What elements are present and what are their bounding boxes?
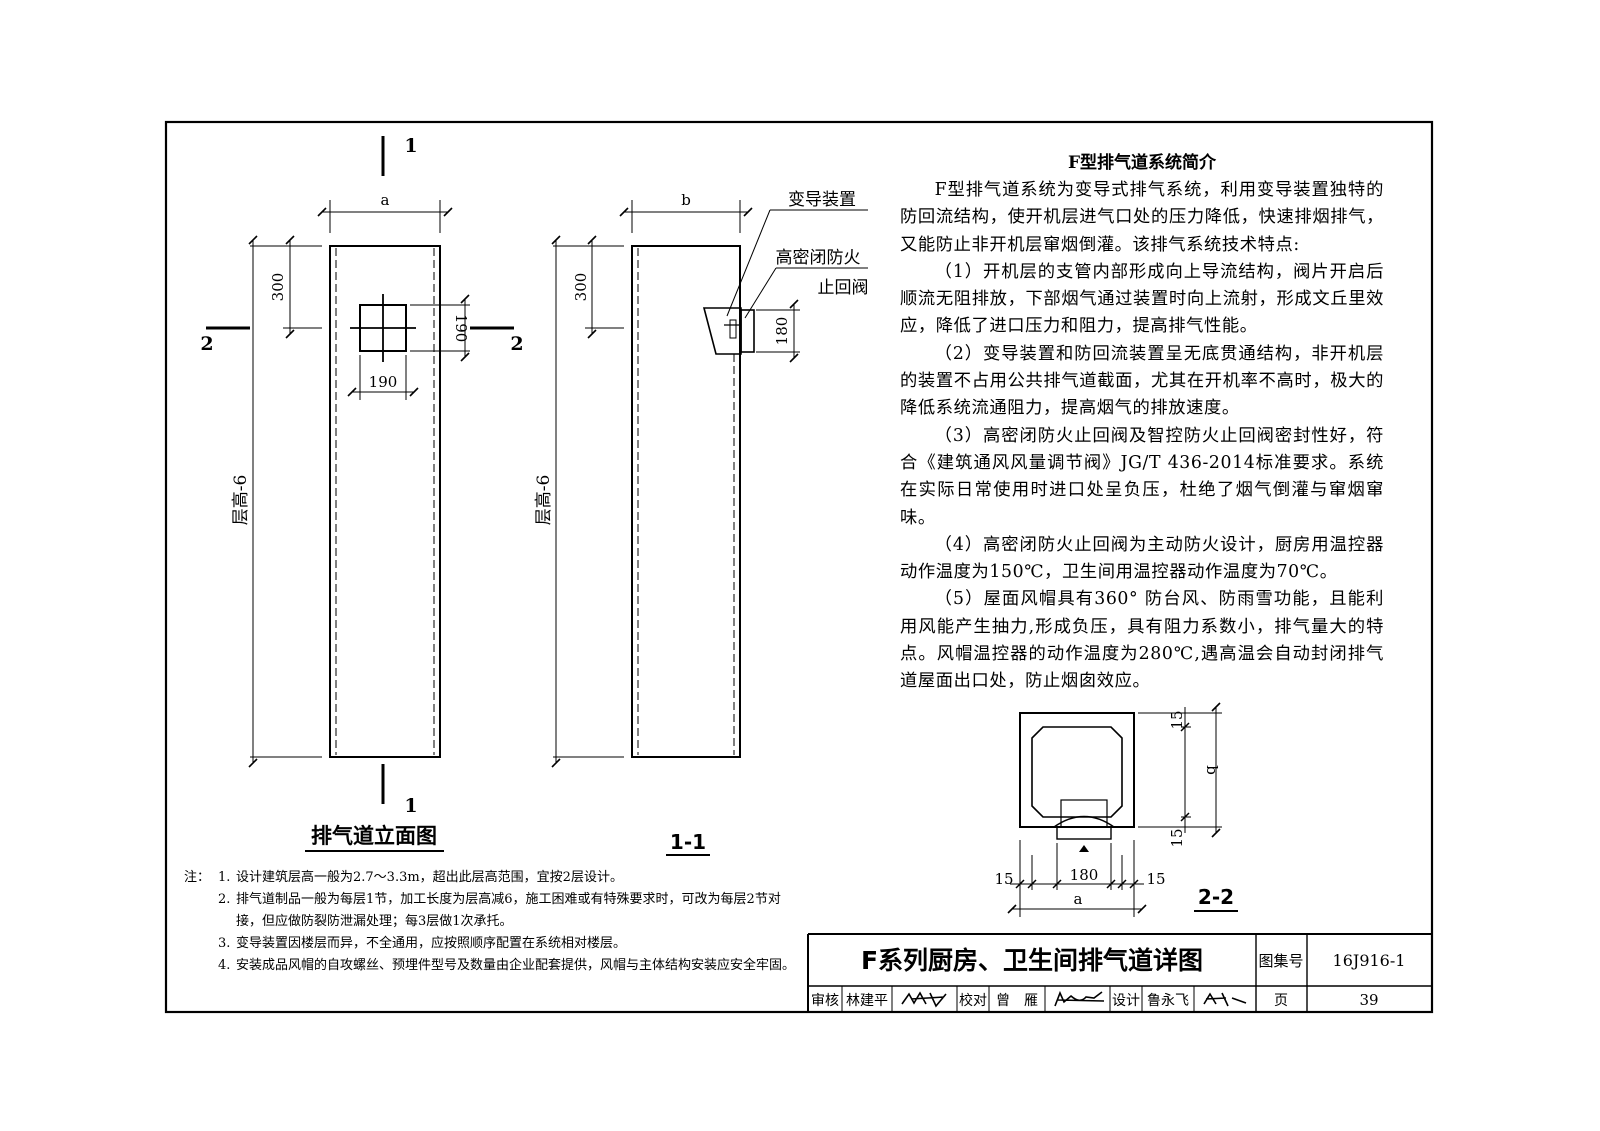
note-number: 1.	[218, 870, 231, 885]
section-1-1-dim-300: 300	[572, 273, 590, 302]
elevation-duct-body	[329, 245, 441, 758]
checker-name: 曾 雁	[996, 993, 1038, 1009]
section-2-2-dim-15-bottom: 15	[1168, 828, 1186, 847]
intro-paragraph: F型排气道系统为变导式排气系统，利用变导装置独特的防回流结构，使开机层进气口处的…	[900, 180, 1384, 255]
note-number: 4.	[218, 958, 231, 973]
note-item: 4. 安装成品风帽的自攻螺丝、预埋件型号及数量由企业配套提供，风帽与主体结构安装…	[184, 955, 804, 977]
elevation-dim-a-label: a	[381, 191, 390, 209]
section-1-1-dim-b: b	[619, 191, 753, 233]
section-1-1-duct-body	[631, 245, 741, 758]
section-1-1-dim-height: 层高-6	[534, 475, 554, 526]
design-label: 设计	[1112, 993, 1140, 1009]
review-label: 审核	[811, 993, 839, 1009]
section-2-2-dim-a: a	[1074, 890, 1083, 908]
elevation-dim-190-h-label: 190	[369, 373, 398, 391]
note-item: 2. 排气道制品一般为每层1节，加工长度为层高减6，施工困难或有特殊要求时，可改…	[184, 889, 804, 933]
section-1-1-title: 1-1	[670, 830, 706, 854]
cut-2-left-label: 2	[200, 333, 213, 355]
elevation-inlet-opening	[350, 294, 416, 362]
elevation-dim-190-vertical: 190	[410, 294, 470, 362]
section-2-2-valve	[1053, 799, 1115, 852]
note-item: 3. 变导装置因楼层而异，不全通用，应按照顺序配置在系统相对楼层。	[184, 933, 804, 955]
callout-valve-line2: 止回阀	[818, 278, 869, 298]
note-text: 排气道制品一般为每层1节，加工长度为层高减6，施工困难或有特殊要求时，可改为每层…	[236, 892, 781, 929]
section-2-2-dim-180: 180	[1070, 866, 1099, 884]
intro-paragraph: （2）变导装置和防回流装置呈无底贯通结构，非开机层的装置不占用公共排气道截面，尤…	[900, 343, 1384, 419]
note-text: 变导装置因楼层而异，不全通用，应按照顺序配置在系统相对楼层。	[236, 936, 627, 951]
reviewer-name: 林建平	[846, 993, 888, 1009]
callout-diverter-device: 变导装置	[788, 190, 856, 210]
note-number: 2.	[218, 892, 231, 907]
section-1-1-dim-180-label: 180	[773, 317, 791, 346]
section-cut-1-marks: 1 1	[381, 135, 418, 817]
page-number: 39	[1359, 991, 1378, 1009]
intro-paragraph: （5）屋面风帽具有360° 防台风、防雨雪功能，且能利用风能产生抽力,形成负压，…	[900, 589, 1384, 692]
section-cut-2-marks: 2 2	[200, 326, 524, 355]
section-1-1-dim-180: 180	[756, 299, 800, 363]
intro-heading: F型排气道系统简介	[1067, 153, 1217, 173]
elevation-view: a 300 层高-6 190 190	[200, 135, 524, 852]
section-2-2-outer	[1019, 712, 1135, 828]
section-1-1-view: b 300 层高-6 180 变导装置 高密闭防火 止回阀	[534, 190, 869, 856]
callout-leaders	[726, 209, 868, 319]
elevation-dim-190-v-label: 190	[452, 314, 470, 343]
section-1-1-dim-vertical: 300 层高-6	[534, 235, 624, 768]
title-block: F系列厨房、卫生间排气道详图 图集号 16J916-1 审核 林建平 校对 曾 …	[807, 933, 1432, 1012]
section-2-2-dim-b: b	[1203, 765, 1221, 775]
section-2-2-dim-right: 15 b 15	[1138, 702, 1222, 848]
cut-1-top-label: 1	[404, 135, 417, 157]
title-block-title: F系列厨房、卫生间排气道详图	[861, 946, 1203, 975]
section-2-2-title: 2-2	[1198, 885, 1234, 909]
system-intro: F型排气道系统简介 F型排气道系统为变导式排气系统，利用变导装置独特的防回流结构…	[900, 150, 1384, 696]
page-label: 页	[1274, 993, 1288, 1009]
elevation-dim-height: 层高-6	[231, 475, 251, 526]
section-2-2-dim-bottom: 15 180 15 a	[994, 840, 1166, 917]
sheet-border	[164, 120, 1434, 1014]
section-2-2-inner	[1031, 726, 1123, 818]
cut-1-bottom-label: 1	[404, 795, 417, 817]
callout-valve-line1: 高密闭防火	[776, 248, 861, 268]
designer-signature	[1203, 992, 1247, 1007]
check-label: 校对	[959, 992, 987, 1009]
intro-paragraph: （4）高密闭防火止回阀为主动防火设计，厨房用温控器动作温度为150℃，卫生间用温…	[900, 534, 1384, 583]
atlas-number: 16J916-1	[1333, 951, 1406, 970]
note-text: 安装成品风帽的自攻螺丝、预埋件型号及数量由企业配套提供，风帽与主体结构安装应安全…	[236, 958, 796, 973]
elevation-dim-vertical: 300 层高-6	[231, 235, 322, 768]
section-2-2-dim-15-right: 15	[1146, 870, 1165, 888]
reviewer-signature	[901, 991, 947, 1008]
note-number: 3.	[218, 936, 231, 951]
atlas-number-label: 图集号	[1258, 952, 1303, 970]
cut-2-right-label: 2	[510, 333, 523, 355]
section-2-2-view: 15 b 15 15 180 15 a 2-2	[994, 702, 1238, 917]
elevation-dim-190-horizontal: 190	[347, 355, 419, 400]
note-item: 注： 1. 设计建筑层高一般为2.7～3.3m，超出此层高范围，宜按2层设计。	[184, 867, 804, 889]
intro-paragraph: （1）开机层的支管内部形成向上导流结构，阀片开启后顺流无阻排放，下部烟气通过装置…	[900, 261, 1384, 337]
note-text: 设计建筑层高一般为2.7～3.3m，超出此层高范围，宜按2层设计。	[236, 870, 623, 885]
section-2-2-dim-15-top: 15	[1168, 710, 1186, 729]
elevation-title: 排气道立面图	[311, 824, 437, 848]
notes-lead: 注：	[184, 870, 211, 885]
section-2-2-dim-15-left: 15	[994, 870, 1013, 888]
elevation-dim-300: 300	[269, 273, 287, 302]
notes: 注： 1. 设计建筑层高一般为2.7～3.3m，超出此层高范围，宜按2层设计。 …	[184, 867, 804, 977]
intro-paragraph: （3）高密闭防火止回阀及智控防火止回阀密封性好，符合《建筑通风风量调节阀》JG/…	[900, 425, 1384, 528]
checker-signature	[1054, 990, 1105, 1007]
section-1-1-dim-b-label: b	[681, 191, 691, 209]
designer-name: 鲁永飞	[1147, 993, 1189, 1009]
elevation-dim-a: a	[317, 191, 453, 233]
diverter-device	[702, 307, 755, 355]
